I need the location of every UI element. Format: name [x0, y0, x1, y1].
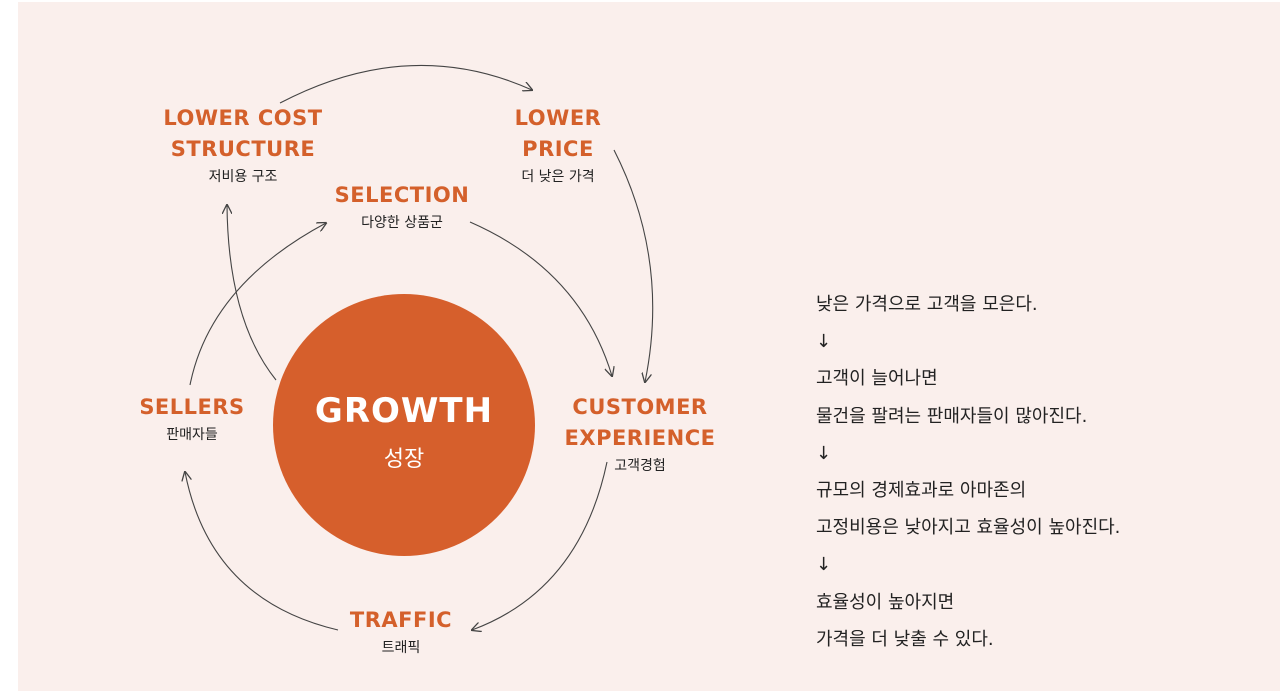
node-lower-price: LOWER PRICE 더 낮은 가격	[515, 103, 602, 187]
node-lower-cost-title-1: LOWER COST	[163, 106, 323, 130]
node-customer-title-2: EXPERIENCE	[564, 426, 716, 450]
node-selection-subtitle: 다양한 상품군	[361, 215, 443, 231]
explanation-text: 낮은 가격으로 고객을 모은다. ↓ 고객이 늘어나면 물건을 팔려는 판매자들…	[816, 286, 1256, 658]
arrow-lower-cost-to-lower-price	[279, 64, 532, 104]
node-customer-title-1: CUSTOMER	[572, 395, 708, 419]
node-customer-experience: CUSTOMER EXPERIENCE 고객경험	[565, 392, 716, 476]
node-lower-price-title-2: PRICE	[522, 137, 594, 161]
arrow-selection-to-customer	[469, 221, 612, 376]
growth-circle: GROWTH 성장	[273, 294, 535, 556]
node-lower-price-title-1: LOWER	[514, 106, 602, 130]
explanation-arrow-3: ↓	[816, 554, 832, 576]
node-sellers-subtitle: 판매자들	[166, 427, 218, 443]
explanation-line-7: 가격을 더 낮출 수 있다.	[816, 628, 994, 650]
explanation-arrow-1: ↓	[816, 331, 832, 353]
node-customer-subtitle: 고객경험	[614, 458, 666, 474]
explanation-line-5: 고정비용은 낮아지고 효율성이 높아진다.	[816, 517, 1121, 539]
background-panel	[18, 2, 1280, 691]
arrow-sellers-to-selection	[189, 223, 326, 386]
explanation-line-4: 규모의 경제효과로 아마존의	[816, 479, 1027, 501]
node-lower-cost-title-2: STRUCTURE	[170, 137, 316, 161]
node-traffic-subtitle: 트래픽	[381, 640, 421, 656]
arrow-growth-to-lower-cost	[227, 205, 277, 381]
explanation-line-2: 고객이 늘어나면	[816, 368, 938, 390]
explanation-line-1: 낮은 가격으로 고객을 모은다.	[816, 294, 1038, 315]
node-lower-price-subtitle: 더 낮은 가격	[521, 169, 595, 185]
node-selection: SELECTION 다양한 상품군	[335, 180, 470, 233]
node-lower-cost-subtitle: 저비용 구조	[208, 169, 278, 185]
arrow-lower-price-to-customer	[613, 149, 654, 382]
growth-subtitle: 성장	[383, 447, 425, 472]
node-lower-cost-structure: LOWER COST STRUCTURE 저비용 구조	[163, 103, 322, 187]
node-selection-title: SELECTION	[334, 183, 470, 207]
node-sellers-title: SELLERS	[139, 395, 245, 419]
node-sellers: SELLERS 판매자들	[139, 392, 244, 445]
arrow-traffic-to-sellers	[185, 472, 339, 631]
explanation-line-3: 물건을 팔려는 판매자들이 많아진다.	[816, 405, 1088, 427]
explanation-line-6: 효율성이 높아지면	[816, 591, 955, 613]
explanation-arrow-2: ↓	[816, 442, 832, 464]
arrow-customer-to-traffic	[472, 461, 608, 630]
node-traffic-title: TRAFFIC	[349, 608, 453, 632]
node-traffic: TRAFFIC 트래픽	[350, 605, 452, 658]
growth-title: GROWTH	[314, 391, 494, 431]
